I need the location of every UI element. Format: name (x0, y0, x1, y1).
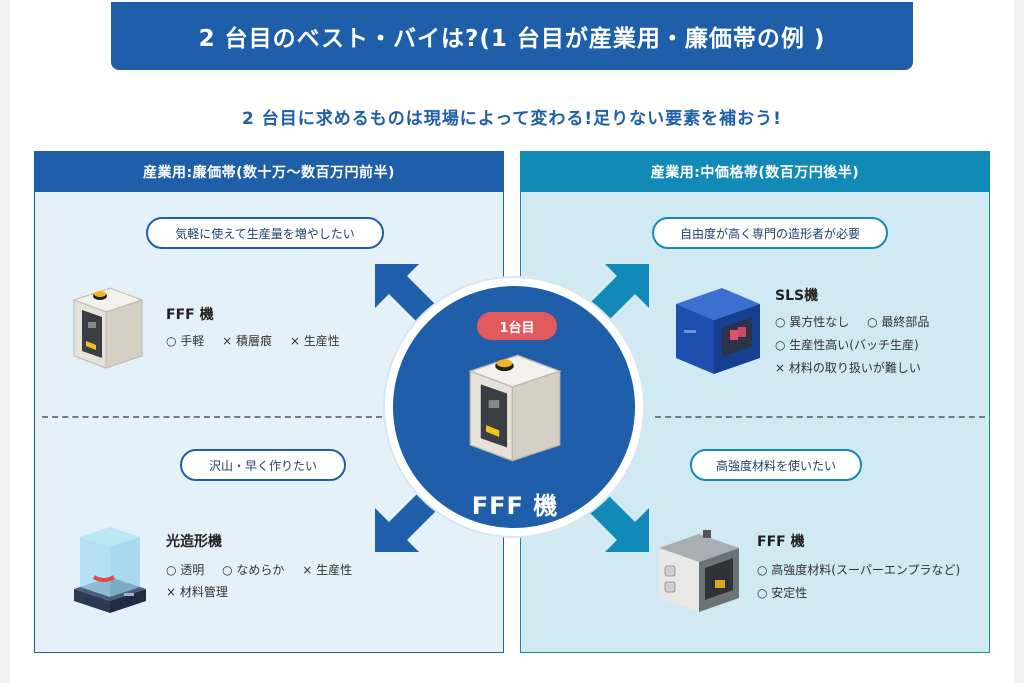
spec-item: ○ なめらか (222, 563, 285, 577)
subtitle: 2 台目に求めるものは現場によって変わる!足りない要素を補おう! (242, 109, 782, 129)
spec-list: × 材料管理 (166, 581, 242, 603)
fff-3d-printer-icon (70, 286, 146, 374)
sla-3d-printer-icon (70, 523, 150, 619)
spec-item: × 積層痕 (222, 334, 272, 348)
machine-name: SLS機 (775, 288, 819, 304)
need-pill: 沢山・早く作りたい (180, 449, 346, 481)
spec-item: ○ 最終部品 (867, 315, 930, 329)
arrow-down-left-icon (375, 486, 443, 552)
spec-item: × 材料管理 (166, 585, 228, 599)
spec-item: × 生産性 (289, 334, 340, 348)
page-title-text: 2 台目のベスト・バイは?(1 台目が産業用・廉価帯の例 ) (198, 26, 826, 52)
spec-item: × 生産性 (302, 563, 353, 577)
left-panel-heading: 産業用:廉価帯(数十万〜数百万円前半) (35, 152, 503, 192)
spec-list: ○ 安定性 (757, 582, 821, 604)
machine-name: FFF 機 (757, 534, 805, 550)
spec-item: ○ 透明 (166, 563, 205, 577)
machine-name: FFF 機 (166, 307, 214, 323)
first-unit-badge: 1台目 (477, 312, 557, 340)
spec-list: ○ 生産性高い(バッチ生産) (775, 334, 933, 356)
spec-item: ○ 安定性 (757, 586, 808, 600)
left-divider (42, 416, 382, 418)
spec-list: ○ 高強度材料(スーパーエンプラなど) (757, 559, 974, 581)
right-panel-heading: 産業用:中価格帯(数百万円後半) (521, 152, 989, 192)
need-pill: 自由度が高く専門の造形者が必要 (652, 217, 888, 249)
spec-list: ○ 透明 ○ なめらか × 生産性 (166, 559, 366, 581)
page-title: 2 台目のベスト・バイは?(1 台目が産業用・廉価帯の例 ) (111, 2, 913, 70)
center-machine-label: FFF 機 (471, 492, 559, 520)
spec-item: × 材料の取り扱いが難しい (775, 361, 921, 375)
center-hub: 1台目 FFF 機 (375, 264, 649, 552)
right-divider (655, 416, 985, 418)
spec-item: ○ 生産性高い(バッチ生産) (775, 338, 919, 352)
spec-item: ○ 異方性なし (775, 315, 850, 329)
sls-3d-printer-icon (672, 284, 764, 380)
spec-list: ○ 手軽 × 積層痕 × 生産性 (166, 330, 354, 352)
spec-list: ○ 異方性なし ○ 最終部品 (775, 311, 943, 333)
spec-item: ○ 高強度材料(スーパーエンプラなど) (757, 563, 961, 577)
need-pill: 高強度材料を使いたい (690, 449, 862, 481)
machine-name: 光造形機 (166, 534, 222, 550)
need-pill: 気軽に使えて生産量を増やしたい (146, 217, 384, 249)
spec-item: ○ 手軽 (166, 334, 205, 348)
spec-list: × 材料の取り扱いが難しい (775, 357, 935, 379)
fff-3d-printer-icon (465, 352, 565, 468)
industrial-fff-printer-icon (655, 530, 743, 618)
